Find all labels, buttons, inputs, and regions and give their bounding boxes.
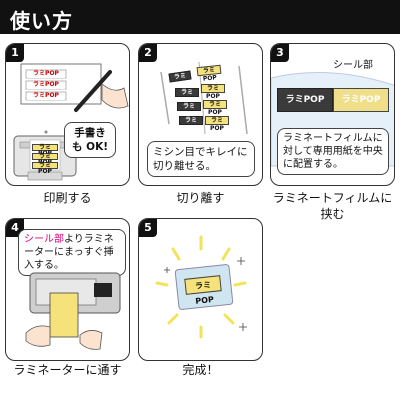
step-2-bubble: ミシン目でキレイに切り離せる。 (147, 141, 255, 177)
sheet-and-pen-illustration (13, 63, 129, 181)
header-bar: 使い方 (0, 0, 400, 34)
step-2-panel: 2 ラミPOP ラミPOP ラミPOP ラミPOP ラミPOP ラミPOP ラミ… (138, 43, 263, 186)
step-4-caption: ラミネーターに通す (13, 363, 122, 377)
step-3-panel: 3 シール部 ラミPOP ラミPOP ラミネートフィルムに対して専用用紙を中央に… (270, 43, 395, 186)
step-1-bubble: 手書きも OK! (64, 122, 116, 158)
step-4-bubble-text: よりラミネーターにまっすぐ挿入する。 (24, 234, 114, 271)
step-2-bubble-text: ミシン目でキレイに切り離せる。 (153, 146, 248, 172)
step-4-bubble-highlight: シール部 (24, 234, 64, 245)
printer-label-2: ラミPOP (32, 153, 58, 166)
sheet-label-2: ラミPOP (27, 82, 65, 89)
step-3-bubble-text: ラミネートフィルムに対して専用用紙を中央に配置する。 (283, 133, 383, 170)
strip-label-4: ラミPOP (201, 84, 225, 100)
strip-label-6: ラミPOP (203, 100, 227, 116)
strip-label-3: ラミPOP (175, 88, 199, 104)
step-1-caption: 印刷する (43, 191, 92, 205)
step-3-number: 3 (271, 44, 289, 62)
step-1-number: 1 (6, 44, 24, 62)
step-1-bubble-text: 手書きも OK! (71, 127, 108, 153)
step-1-panel: 1 ラミPOP ラミPOP ラミPOP ラミPOP ラミPOP ラミPOP 手書… (5, 43, 130, 186)
strip-label-7: ラミPOP (179, 116, 203, 132)
printer-label-1: ラミPOP (32, 144, 58, 157)
page-title: 使い方 (10, 9, 73, 33)
card-label-right: ラミPOP (333, 88, 389, 112)
step-5-panel: 5 ラミPOP (138, 218, 263, 361)
strip-label-8: ラミPOP (205, 116, 229, 132)
seal-label: シール部 (333, 60, 373, 71)
printer-label-3: ラミPOP (32, 162, 58, 175)
strip-label-5: ラミPOP (177, 102, 201, 118)
laminator-illustration (25, 272, 121, 350)
step-4-panel: 4 シール部よりラミネーターにまっすぐ挿入する。 (5, 218, 130, 361)
sheet-label-3: ラミPOP (27, 93, 65, 100)
step-2-caption: 切り離す (176, 191, 225, 205)
step-5-caption: 完成！ (182, 363, 219, 377)
card-label-left: ラミPOP (277, 88, 333, 112)
step-3-caption: ラミネートフィルムに挟む (272, 191, 393, 221)
step-3-bubble: ラミネートフィルムに対して専用用紙を中央に配置する。 (277, 128, 389, 175)
step-2-number: 2 (139, 44, 157, 62)
step-4-bubble: シール部よりラミネーターにまっすぐ挿入する。 (18, 229, 126, 276)
step-5-number: 5 (139, 219, 157, 237)
sheet-label-1: ラミPOP (27, 71, 65, 78)
